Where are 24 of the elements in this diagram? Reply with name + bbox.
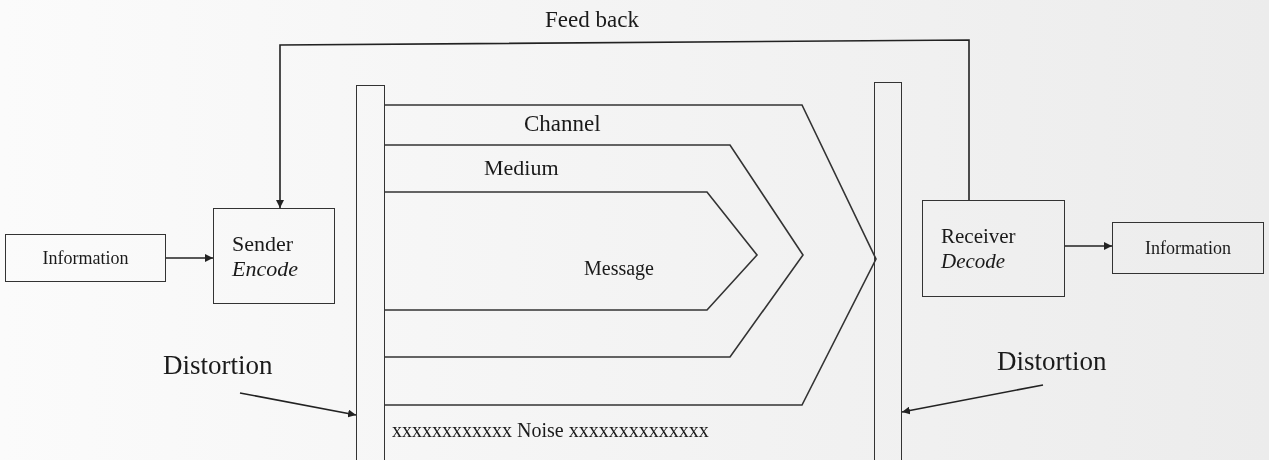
box-subtitle: Encode bbox=[232, 256, 298, 282]
arrow bbox=[901, 384, 1044, 415]
distortion-text: Distortion bbox=[997, 348, 1125, 378]
layer-label: Message bbox=[584, 257, 654, 280]
arrow bbox=[165, 254, 214, 262]
arrow bbox=[1064, 242, 1113, 250]
process-box bbox=[213, 208, 335, 304]
edge-label: Feed back bbox=[545, 8, 639, 31]
barrier-bar bbox=[356, 85, 385, 460]
arrow bbox=[276, 39, 970, 209]
process-box bbox=[5, 234, 166, 282]
box-title: Receiver bbox=[941, 224, 1016, 249]
layer-label: Medium bbox=[484, 155, 559, 181]
box-subtitle: Decode bbox=[941, 248, 1006, 273]
arrow bbox=[239, 392, 357, 418]
box-title: Information bbox=[1145, 237, 1231, 259]
process-box bbox=[922, 200, 1065, 297]
box-title: Information bbox=[42, 247, 129, 269]
distortion-text: Distortion bbox=[163, 352, 287, 382]
noise-label: xxxxxxxxxxxx Noise xxxxxxxxxxxxxx bbox=[392, 420, 709, 440]
box-title: Sender bbox=[232, 230, 294, 256]
process-box bbox=[1112, 222, 1264, 274]
layer-label: Channel bbox=[524, 111, 601, 138]
barrier-bar bbox=[874, 82, 902, 460]
